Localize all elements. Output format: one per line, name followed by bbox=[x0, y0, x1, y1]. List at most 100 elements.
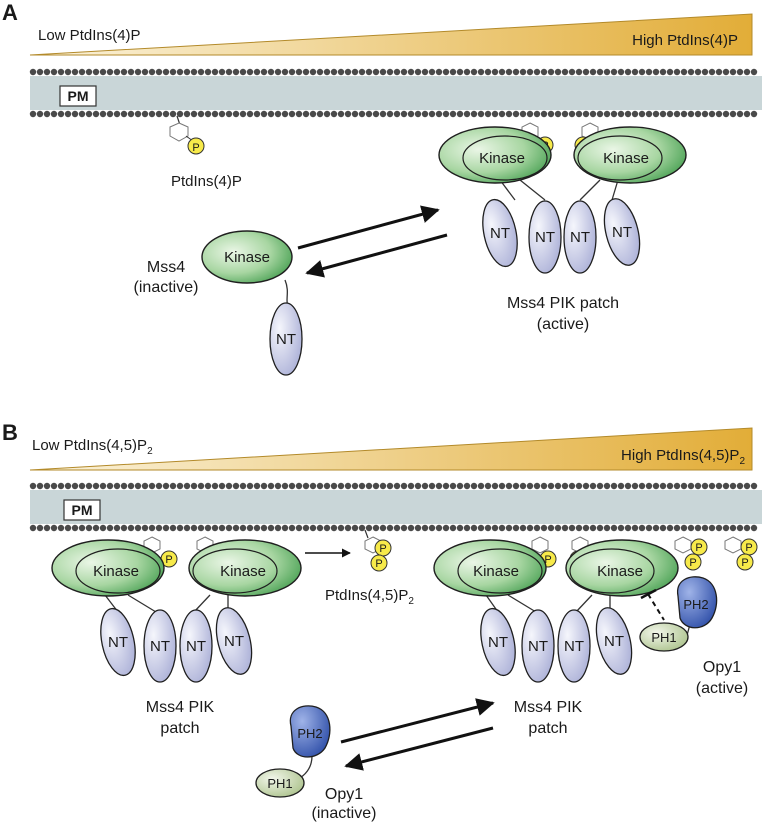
lipid-head-outer bbox=[547, 68, 555, 76]
svg-text:P: P bbox=[192, 142, 199, 154]
lipid-head-outer bbox=[106, 482, 114, 490]
lipid-head-inner bbox=[477, 110, 485, 118]
kinase-domain: Kinase bbox=[201, 230, 293, 284]
lipid-head-outer bbox=[498, 68, 506, 76]
nt-domain: NT bbox=[179, 609, 213, 683]
lipid-head-outer bbox=[736, 68, 744, 76]
lipid-head-inner bbox=[554, 110, 562, 118]
lipid-head-outer bbox=[575, 68, 583, 76]
lipid-head-outer bbox=[337, 68, 345, 76]
lipid-head-inner bbox=[267, 524, 275, 532]
pm-label-box-a bbox=[59, 85, 97, 107]
lipid-head-outer bbox=[141, 68, 149, 76]
lipid-head-inner bbox=[554, 524, 562, 532]
lipid-head-outer bbox=[540, 68, 548, 76]
svg-text:P: P bbox=[379, 543, 386, 555]
lipid-head-inner bbox=[323, 110, 331, 118]
lipid-head-inner bbox=[246, 524, 254, 532]
lipid-head-inner bbox=[29, 110, 37, 118]
lipid-head-outer bbox=[687, 68, 695, 76]
lipid-head-inner bbox=[337, 524, 345, 532]
inhibition-link bbox=[647, 593, 665, 621]
nt-domain: NT bbox=[100, 607, 136, 677]
svg-text:NT: NT bbox=[604, 633, 624, 650]
lipid-head-outer bbox=[722, 68, 730, 76]
lipid-head-inner bbox=[127, 524, 135, 532]
lipid-head-outer bbox=[92, 482, 100, 490]
lipid-head-outer bbox=[386, 482, 394, 490]
lipid-head-inner bbox=[351, 110, 359, 118]
lipid-head-outer bbox=[645, 68, 653, 76]
lipid-head-inner bbox=[344, 110, 352, 118]
lipid-head-outer bbox=[253, 482, 261, 490]
lipid-head-inner bbox=[302, 110, 310, 118]
ptdins4p-lipid: P bbox=[169, 115, 205, 155]
svg-text:P: P bbox=[375, 558, 382, 570]
lipid-head-outer bbox=[176, 68, 184, 76]
lipid-head-inner bbox=[50, 524, 58, 532]
svg-text:PH2: PH2 bbox=[297, 726, 322, 741]
lipid-head-outer bbox=[239, 482, 247, 490]
ptdins45p2-lipid: P P bbox=[674, 536, 708, 571]
lipid-head-inner bbox=[512, 524, 520, 532]
lipid-head-outer bbox=[134, 68, 142, 76]
lipid-head-inner bbox=[736, 110, 744, 118]
lipid-head-inner bbox=[421, 524, 429, 532]
lipid-head-inner bbox=[680, 524, 688, 532]
lipid-head-outer bbox=[379, 482, 387, 490]
lipid-head-inner bbox=[260, 110, 268, 118]
lipid-head-inner bbox=[442, 524, 450, 532]
lipid-head-outer bbox=[582, 68, 590, 76]
lipid-head-outer bbox=[309, 68, 317, 76]
lipid-head-inner bbox=[526, 524, 534, 532]
lipid-head-outer bbox=[617, 68, 625, 76]
lipid-head-outer bbox=[624, 68, 632, 76]
lipid-head-inner bbox=[281, 524, 289, 532]
svg-text:P: P bbox=[741, 557, 748, 569]
lipid-head-outer bbox=[526, 482, 534, 490]
svg-text:Kinase: Kinase bbox=[473, 563, 519, 580]
lipid-head-inner bbox=[407, 110, 415, 118]
lipid-head-outer bbox=[736, 482, 744, 490]
lipid-head-outer bbox=[78, 482, 86, 490]
lipid-head-outer bbox=[260, 482, 268, 490]
lipid-head-outer bbox=[302, 482, 310, 490]
lipid-head-inner bbox=[155, 110, 163, 118]
svg-text:NT: NT bbox=[186, 638, 206, 655]
lipid-head-inner bbox=[134, 110, 142, 118]
gradient-low-label-b: Low PtdIns(4,5)P2 bbox=[32, 437, 153, 457]
lipid-head-inner bbox=[190, 524, 198, 532]
lipid-head-outer bbox=[624, 482, 632, 490]
lipid-head-outer bbox=[659, 482, 667, 490]
lipid-head-inner bbox=[456, 110, 464, 118]
lipid-head-inner bbox=[148, 524, 156, 532]
lipid-head-outer bbox=[680, 482, 688, 490]
lipid-head-outer bbox=[323, 68, 331, 76]
lipid-head-outer bbox=[50, 68, 58, 76]
lipid-head-inner bbox=[568, 110, 576, 118]
lipid-head-inner bbox=[743, 524, 751, 532]
lipid-head-outer bbox=[680, 68, 688, 76]
lipid-head-inner bbox=[449, 110, 457, 118]
lipid-head-outer bbox=[442, 482, 450, 490]
lipid-head-outer bbox=[211, 482, 219, 490]
lipid-head-outer bbox=[463, 68, 471, 76]
lipid-head-outer bbox=[652, 482, 660, 490]
lipid-head-inner bbox=[204, 110, 212, 118]
lipid-head-inner bbox=[694, 524, 702, 532]
lipid-head-outer bbox=[99, 482, 107, 490]
lipid-head-outer bbox=[197, 68, 205, 76]
lipid-head-outer bbox=[267, 482, 275, 490]
svg-text:Kinase: Kinase bbox=[597, 563, 643, 580]
lipid-head-outer bbox=[120, 68, 128, 76]
ph2-domain: PH2 bbox=[289, 705, 331, 758]
lipid-head-inner bbox=[183, 110, 191, 118]
lipid-head-inner bbox=[218, 524, 226, 532]
lipid-head-inner bbox=[288, 524, 296, 532]
lipid-head-outer bbox=[645, 482, 653, 490]
lipid-head-outer bbox=[183, 68, 191, 76]
lipid-head-outer bbox=[603, 68, 611, 76]
svg-text:PH2: PH2 bbox=[683, 597, 708, 612]
opy1-inactive: PH2 PH1 bbox=[255, 705, 331, 798]
lipid-head-inner bbox=[463, 524, 471, 532]
